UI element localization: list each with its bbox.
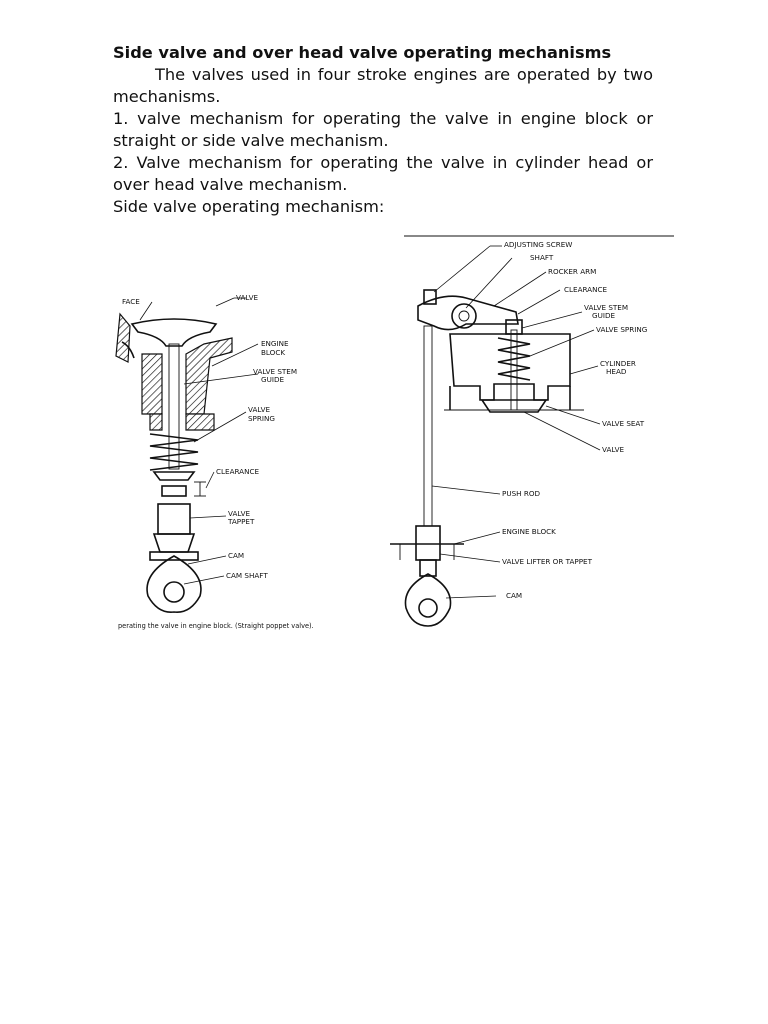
label-valve-seat: VALVE SEAT <box>602 419 645 428</box>
label-valve-tappet-1: VALVE <box>228 509 251 518</box>
label-valve-spring-right: VALVE SPRING <box>596 325 647 334</box>
label-shaft: SHAFT <box>530 253 554 262</box>
label-valve-right: VALVE <box>602 445 625 454</box>
side-cam-shaft <box>163 581 185 603</box>
push-rod <box>423 325 433 527</box>
adjusting-screw <box>423 289 437 305</box>
label-face: FACE <box>122 297 140 306</box>
side-valve-spring <box>149 433 199 471</box>
label-valve-left: VALVE <box>236 293 259 302</box>
side-valve-diagram: FACE VALVE ENGINE BLOCK VALVE STEM GUIDE… <box>115 293 314 630</box>
engine-block-right <box>185 337 233 415</box>
rocker-shaft <box>451 303 477 329</box>
label-valve-stem-guide-1: VALVE STEM <box>253 367 297 376</box>
label-cylinder-head-1: CYLINDER <box>600 359 636 368</box>
label-valve-stem-guide-right-2: GUIDE <box>592 311 615 320</box>
ohv-cam <box>404 573 452 627</box>
label-valve-spring-1: VALVE <box>248 405 271 414</box>
ohv-valve-head <box>480 399 548 413</box>
label-cam-left: CAM <box>228 551 244 560</box>
list-item-2: 2. Valve mechanism for operating the val… <box>113 153 653 194</box>
side-cam <box>146 555 202 613</box>
label-push-rod: PUSH ROD <box>502 489 540 498</box>
valve-mechanism-figure: FACE VALVE ENGINE BLOCK VALVE STEM GUIDE… <box>114 234 682 634</box>
label-engine-block-1: ENGINE <box>261 339 289 348</box>
valve-face-port <box>115 312 131 363</box>
label-cylinder-head-2: HEAD <box>606 367 627 376</box>
label-cam-right: CAM <box>506 591 522 600</box>
side-valve-stem <box>168 343 180 470</box>
overhead-valve-diagram: ADJUSTING SCREW SHAFT ROCKER ARM CLEARAN… <box>390 235 674 627</box>
cylinder-head <box>449 333 571 401</box>
document-title: Side valve and over head valve operating… <box>113 43 612 62</box>
label-clearance-left: CLEARANCE <box>216 467 259 476</box>
label-clearance-right: CLEARANCE <box>564 285 607 294</box>
label-valve-stem-guide-right-1: VALVE STEM <box>584 303 628 312</box>
label-engine-block-2: BLOCK <box>261 348 285 357</box>
label-rocker-arm: ROCKER ARM <box>548 267 596 276</box>
section-subheading: Side valve operating mechanism: <box>113 197 385 216</box>
label-cam-shaft: CAM SHAFT <box>226 571 268 580</box>
label-valve-spring-2: SPRING <box>248 414 275 423</box>
engine-block-left <box>141 353 163 415</box>
label-valve-stem-guide-2: GUIDE <box>261 375 284 384</box>
label-valve-tappet-2: TAPPET <box>227 517 255 526</box>
label-engine-block-right: ENGINE BLOCK <box>502 527 556 536</box>
side-valve-head <box>130 318 218 347</box>
label-valve-lifter: VALVE LIFTER OR TAPPET <box>502 557 593 566</box>
valve-tappet-body <box>157 503 191 535</box>
document-text: Side valve and over head valve operating… <box>113 42 653 218</box>
valve-mechanism-drawing: FACE VALVE ENGINE BLOCK VALVE STEM GUIDE… <box>115 235 674 630</box>
label-adjusting-screw: ADJUSTING SCREW <box>504 240 572 249</box>
left-figure-caption: perating the valve in engine block. (Str… <box>118 622 314 630</box>
ohv-valve-spring <box>497 337 531 381</box>
ohv-tappet <box>415 525 441 561</box>
rocker-arm <box>417 295 519 331</box>
list-item-1: 1. valve mechanism for operating the val… <box>113 109 653 150</box>
intro-paragraph: The valves used in four stroke engines a… <box>113 65 653 106</box>
